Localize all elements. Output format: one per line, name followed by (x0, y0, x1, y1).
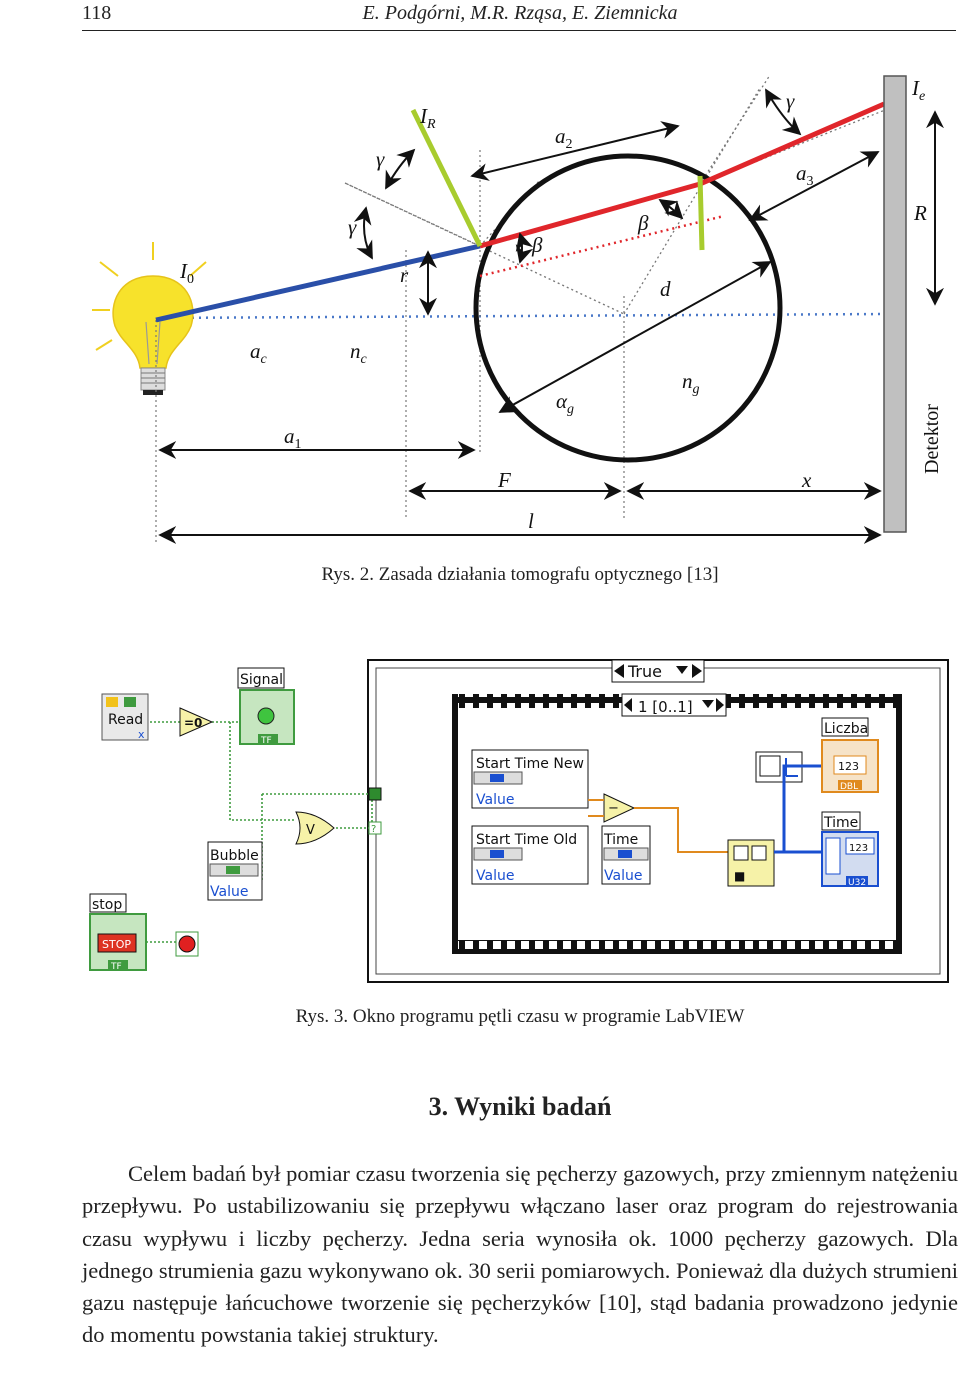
figure-3-caption: Rys. 3. Okno programu pętli czasu w prog… (295, 1006, 745, 1027)
case-selector[interactable]: True (611, 659, 705, 683)
svg-text:V: V (306, 823, 315, 838)
figure-optical-tomograph: I0 IR Ie a2 a3 a1 ac nc ng αg γ γ γ β β … (92, 74, 944, 545)
reflected-ray (410, 108, 483, 248)
or-gate[interactable]: V (295, 811, 335, 845)
svg-text:Bubble: Bubble (210, 848, 259, 864)
svg-text:Value: Value (210, 884, 248, 900)
label-a3: a3 (796, 161, 814, 189)
svg-text:U32: U32 (848, 878, 866, 888)
stop-button[interactable]: stop STOP TF (89, 893, 176, 972)
svg-text:Time: Time (603, 832, 638, 848)
body-paragraph: Celem badań był pomiar czasu tworzenia s… (82, 1161, 958, 1348)
label-l: l (528, 509, 534, 533)
equal-zero-comparator[interactable]: =0 (179, 707, 214, 737)
svg-text:■: ■ (734, 869, 745, 883)
svg-text:123: 123 (849, 843, 868, 854)
time-in-node[interactable]: Time Value (601, 825, 651, 885)
section-heading: 3. Wyniki badań (428, 1092, 612, 1121)
incident-ray (155, 243, 481, 323)
svg-text:1 [0..1]: 1 [0..1] (638, 698, 693, 716)
signal-indicator: Signal TF (237, 667, 295, 746)
detector-plate (883, 75, 907, 533)
svg-text:TF: TF (260, 736, 272, 746)
label-beta-1: β (531, 233, 543, 257)
label-F: F (497, 468, 511, 492)
build-array-node[interactable]: ■ (727, 839, 775, 887)
svg-text:True: True (627, 662, 662, 681)
read-node[interactable]: Read x (101, 693, 149, 741)
liczba-indicator: Liczba 123 DBL (821, 717, 879, 793)
svg-text:123: 123 (838, 760, 859, 773)
label-I0: I0 (179, 259, 194, 287)
svg-text:x: x (138, 728, 145, 741)
exit-normal-marker (697, 175, 705, 251)
emerging-ray (699, 101, 885, 187)
label-IR: IR (419, 104, 436, 132)
label-Ie: Ie (911, 76, 925, 104)
label-detector: Detektor (921, 404, 943, 474)
optical-axis (149, 312, 886, 320)
svg-text:DBL: DBL (840, 782, 858, 792)
label-gamma-1: γ (348, 215, 357, 239)
page-number: 118 (82, 2, 112, 24)
svg-text:STOP: STOP (102, 938, 131, 951)
label-a2: a2 (555, 124, 573, 152)
svg-text:−: − (608, 801, 619, 816)
figure-2-caption: Rys. 2. Zasada działania tomografu optyc… (321, 564, 719, 585)
array-size-node[interactable] (755, 751, 803, 783)
svg-text:Value: Value (476, 792, 514, 808)
label-d: d (660, 277, 671, 301)
svg-text:Value: Value (476, 868, 514, 884)
figure-labview-diagram: True 1 [0..1] ? Read x =0 Signal (89, 659, 949, 983)
svg-text:?: ? (371, 824, 376, 835)
subtract-node[interactable]: − (603, 793, 636, 823)
label-alpha-g: αg (556, 389, 574, 417)
label-beta-2: β (637, 211, 649, 235)
sequence-selector[interactable]: 1 [0..1] (621, 693, 727, 717)
label-nc: nc (350, 339, 368, 367)
running-head: E. Podgórni, M.R. Rząsa, E. Ziemnicka (362, 2, 678, 24)
label-R: R (913, 201, 927, 225)
label-r: r (400, 263, 409, 287)
label-ng: ng (682, 369, 700, 397)
svg-text:TF: TF (110, 962, 122, 972)
svg-text:stop: stop (92, 897, 122, 913)
svg-text:Start Time Old: Start Time Old (476, 832, 577, 848)
svg-text:Value: Value (604, 868, 642, 884)
svg-text:=0: =0 (184, 716, 202, 730)
time-out-indicator: Time 123 U32 (821, 811, 879, 888)
label-gamma-3: γ (786, 89, 795, 113)
bubble-property-node[interactable]: Bubble Value (207, 841, 263, 901)
refracted-ray-inside (479, 181, 701, 249)
label-a1: a1 (284, 424, 302, 452)
tube-cross-section (473, 153, 783, 463)
label-ac: ac (250, 339, 268, 367)
svg-text:Time: Time (823, 815, 858, 831)
header-rule (82, 30, 956, 31)
start-time-old-node[interactable]: Start Time Old Value (471, 825, 589, 885)
svg-text:Liczba: Liczba (824, 721, 868, 737)
svg-text:Signal: Signal (240, 672, 283, 688)
svg-text:Read: Read (108, 712, 143, 728)
light-bulb-icon (92, 242, 207, 395)
label-gamma-2: γ (376, 147, 385, 171)
loop-stop-terminal-icon (175, 931, 199, 957)
label-x: x (801, 468, 812, 492)
svg-text:Start Time New: Start Time New (476, 756, 584, 772)
refracted-ray-dotted (479, 215, 723, 278)
start-time-new-node[interactable]: Start Time New Value (471, 749, 589, 809)
